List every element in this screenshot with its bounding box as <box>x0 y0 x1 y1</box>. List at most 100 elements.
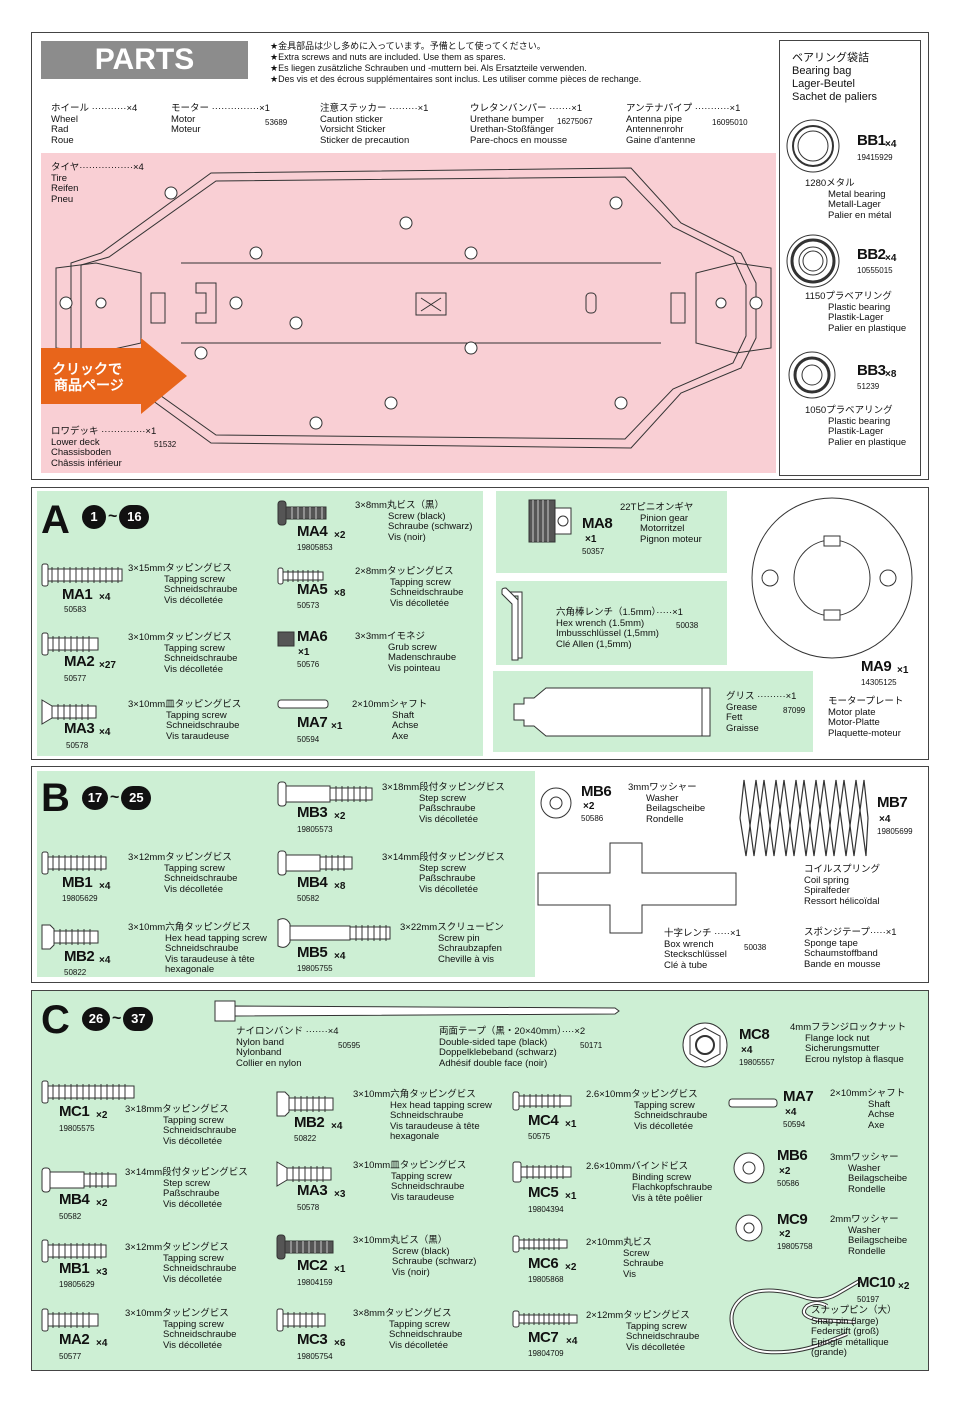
mc5-code: MC5 <box>528 1184 559 1201</box>
mb5-qty: ×4 <box>334 951 346 962</box>
mc9-washer-icon <box>735 1214 763 1242</box>
ma3-c-countersunk-screw-icon <box>276 1161 332 1187</box>
ma7-c-qty: ×4 <box>785 1107 797 1118</box>
ma7-c-code: MA7 <box>783 1088 814 1105</box>
mb7-qty: ×4 <box>879 814 891 825</box>
ma9-part-number: 14305125 <box>861 678 897 687</box>
click-arrow-icon[interactable] <box>41 338 187 414</box>
mc3-code: MC3 <box>297 1331 328 1348</box>
mc7-screw-icon <box>512 1310 578 1328</box>
mb6-c-washer-icon <box>733 1152 765 1184</box>
bag-a-letter: A <box>41 498 70 542</box>
mc2-qty: ×1 <box>334 1264 346 1275</box>
ma9-code: MA9 <box>861 658 892 675</box>
ma6-part-number: 50576 <box>297 660 320 669</box>
ma7-code: MA7 <box>297 714 328 731</box>
hex-wrench-part-number: 50038 <box>676 621 699 630</box>
ma7-part-number: 50594 <box>297 735 320 744</box>
mb2-c-code: MB2 <box>294 1114 325 1131</box>
hex-wrench-shape <box>501 587 519 661</box>
mc5-part-number: 19804394 <box>528 1205 564 1214</box>
mb4-step-screw-icon <box>277 850 353 876</box>
ma6-code: MA6 <box>297 628 328 645</box>
ma5-code: MA5 <box>297 581 328 598</box>
mb6-washer-icon <box>540 787 572 819</box>
mc1-part-number: 19805575 <box>59 1124 95 1133</box>
mb6-c-qty: ×2 <box>779 1166 791 1177</box>
grease-part-number: 87099 <box>783 706 806 715</box>
mb4-c-part-number: 50582 <box>59 1212 82 1221</box>
mb3-part-number: 19805573 <box>297 825 333 834</box>
mb3-step-screw-icon <box>277 781 373 807</box>
mc7-part-number: 19804709 <box>528 1349 564 1358</box>
mc6-code: MC6 <box>528 1255 559 1272</box>
ma1-qty: ×4 <box>99 592 111 603</box>
mb2-hex-screw-icon <box>41 924 99 950</box>
bb2-qty: ×4 <box>885 253 897 264</box>
mb6-c-code: MB6 <box>777 1147 808 1164</box>
bb3-part-number: 51239 <box>857 382 880 391</box>
mb4-code: MB4 <box>297 874 328 891</box>
mc5-binding-screw-icon <box>512 1161 572 1183</box>
parts-title: PARTS <box>94 43 195 76</box>
mb6-c-part-number: 50586 <box>777 1179 800 1188</box>
ma3-c-part-number: 50578 <box>297 1203 320 1212</box>
ma9-qty: ×1 <box>897 665 909 676</box>
mc2-label: 3×10mm丸ビス（黒）Screw (black)Schraube (schwa… <box>353 1235 477 1278</box>
bb3-code: BB3 <box>857 362 886 379</box>
nylon-band-icon <box>214 1000 620 1022</box>
ma8-pinion-gear-icon <box>528 499 572 543</box>
ma8-part-number: 50357 <box>582 547 605 556</box>
motor-part-number: 53689 <box>265 118 288 127</box>
mc10-label: スナップピン（大）Snap pin (large)Federstift (gro… <box>811 1305 897 1358</box>
mb1-code: MB1 <box>62 874 93 891</box>
ma7-qty: ×1 <box>331 721 343 732</box>
mc2-round-screw-icon <box>276 1234 334 1260</box>
ma5-part-number: 50573 <box>297 601 320 610</box>
bb2-part-number: 10555015 <box>857 266 893 275</box>
mb2-part-number: 50822 <box>64 968 87 977</box>
ma4-code: MA4 <box>297 523 328 540</box>
bb1-part-number: 19415929 <box>857 153 893 162</box>
mc8-flange-nut-icon <box>682 1022 728 1068</box>
mb2-qty: ×4 <box>99 955 111 966</box>
ma2-c-part-number: 50577 <box>59 1352 82 1361</box>
mc7-code: MC7 <box>528 1329 559 1346</box>
ma2-part-number: 50577 <box>64 674 87 683</box>
mb3-qty: ×2 <box>334 811 346 822</box>
mc10-part-number: 50197 <box>857 1295 880 1304</box>
mb2-c-hex-screw-icon <box>276 1091 334 1117</box>
ma3-c-code: MA3 <box>297 1182 328 1199</box>
ma2-c-code: MA2 <box>59 1331 90 1348</box>
bag-c-step-range: 26~37 <box>82 1007 154 1031</box>
mc10-snap-pin-icon <box>729 1278 863 1355</box>
mb3-code: MB3 <box>297 804 328 821</box>
ma6-grub-screw-icon <box>277 631 295 647</box>
mb4-qty: ×8 <box>334 881 346 892</box>
mb4-c-qty: ×2 <box>96 1198 108 1209</box>
parts-notes: ★金具部品は少し多めに入っています。予備として使ってください。★Extra sc… <box>270 41 642 84</box>
ma8-code: MA8 <box>582 515 613 532</box>
click-product-page-text[interactable]: クリックで商品ページ <box>52 361 124 393</box>
ma7-c-part-number: 50594 <box>783 1120 806 1129</box>
ma1-screw-icon <box>41 563 123 587</box>
mb6-code: MB6 <box>581 783 612 800</box>
mc6-round-screw-icon <box>512 1235 568 1253</box>
mb6-part-number: 50586 <box>581 814 604 823</box>
bag-c-letter: C <box>41 998 70 1042</box>
